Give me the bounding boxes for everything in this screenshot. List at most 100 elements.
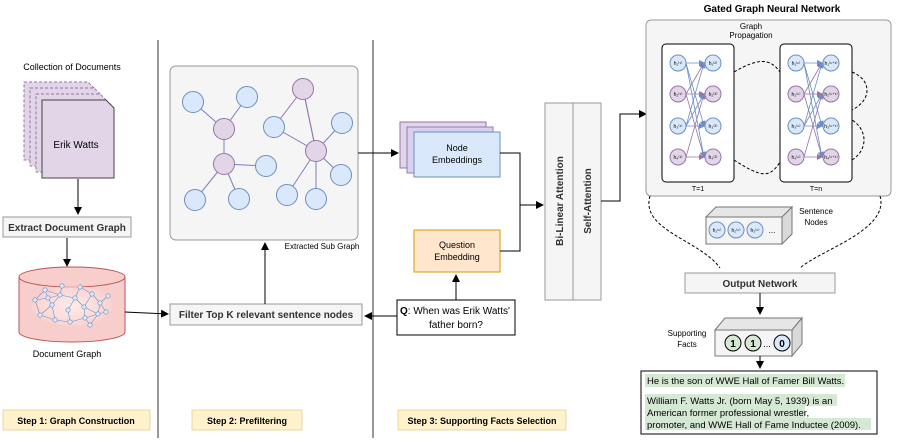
- subgraph-node: [305, 140, 327, 162]
- node-embeddings-stack: [399, 121, 501, 178]
- propagation-edge: [685, 93, 706, 158]
- sentence-nodes-box: h₁⁽ⁿ⁾h₂⁽ⁿ⁾h₃⁽ⁿ⁾...: [704, 205, 794, 246]
- propagation-step-t1: [661, 43, 735, 183]
- hidden-state-label: h₁⁽ⁿ⁾: [792, 61, 801, 67]
- hidden-state-label: h₁⁽ⁿ⁺¹⁾: [824, 61, 837, 67]
- question-embedding-label-2: Embedding: [434, 252, 480, 262]
- node-embeddings-label-2: Embeddings: [432, 155, 483, 165]
- hidden-state-label: h₃⁽ⁿ⁺¹⁾: [824, 124, 837, 130]
- hidden-state-node: [669, 54, 687, 72]
- fact-highlight-2: [645, 394, 837, 406]
- fact-value-2: 1: [750, 339, 756, 350]
- fact-node-3: [773, 334, 791, 352]
- db-network-node: [32, 297, 38, 303]
- hidden-state-node: [704, 148, 722, 166]
- subgraph-node: [228, 188, 250, 210]
- extracted-subgraph-panel: [169, 65, 359, 241]
- step3-footer-label: Step 3: Supporting Facts Selection: [407, 416, 556, 426]
- arrow-db-to-filter: [124, 309, 169, 318]
- question-line1: : When was Erik Watts': [408, 306, 510, 317]
- document-graph-label: Document Graph: [33, 349, 102, 359]
- db-network-node: [59, 283, 65, 289]
- supporting-facts-box: [713, 316, 804, 358]
- extracted-subgraph-label: Extracted Sub Graph: [285, 242, 360, 251]
- hidden-state-node: [669, 148, 687, 166]
- subgraph-node: [213, 153, 235, 175]
- subgraph-nodes: [182, 78, 353, 211]
- hidden-state-label: h₃⁽ⁿ⁾: [791, 124, 800, 130]
- ggnn-title: Gated Graph Neural Network: [704, 4, 841, 15]
- hidden-state-label: h₄⁽ⁿ⁾: [791, 155, 800, 161]
- db-network-node: [67, 319, 73, 325]
- propagation-edge: [803, 62, 824, 127]
- db-network-edge: [83, 306, 99, 315]
- graph-propagation-label-1: Graph: [740, 22, 762, 31]
- hidden-state-label: h₁⁽²⁾: [709, 61, 718, 67]
- sentence-nodes-label-1: Sentence: [799, 207, 833, 216]
- propagation-edge: [685, 62, 706, 127]
- hidden-state-label: h₁⁽¹⁾: [674, 61, 683, 67]
- propagation-edge: [685, 62, 707, 158]
- db-network-node: [89, 291, 95, 297]
- propagation-edge: [803, 62, 825, 158]
- db-network-node: [57, 292, 63, 298]
- extract-graph-label: Extract Document Graph: [8, 223, 126, 234]
- fact-highlight-4: [645, 418, 871, 430]
- subgraph-node: [182, 91, 204, 113]
- hidden-state-label: h₄⁽²⁾: [709, 155, 718, 161]
- hidden-state-node: [822, 117, 840, 135]
- hidden-state-node: [787, 85, 805, 103]
- hidden-state-label: h₂⁽ⁿ⁾: [791, 92, 800, 98]
- db-network-edge: [54, 319, 71, 323]
- hidden-state-node: [704, 85, 722, 103]
- self-attention-box: [572, 102, 602, 301]
- question-prefix: Q: [400, 306, 408, 317]
- hidden-state-label: h₃⁽¹⁾: [674, 124, 683, 130]
- fact-line-3: American former professional wrestler,: [647, 408, 809, 419]
- hidden-state-node: [822, 54, 840, 72]
- recurrence-arc-1: [733, 61, 781, 73]
- db-network-edge: [51, 304, 56, 321]
- db-network-edge: [39, 304, 53, 316]
- self-attention-label: Self-Attention: [583, 168, 594, 234]
- fact-node-1: [724, 334, 742, 352]
- bilinear-attention-label: Bi-Linear Attention: [555, 156, 566, 246]
- arrow-attention-to-ggnn: [601, 110, 647, 202]
- document-stack: [23, 81, 115, 179]
- subgraph-node: [263, 116, 285, 138]
- step2-footer-label: Step 2: Prefiltering: [207, 416, 287, 426]
- hidden-state-label: h₄⁽¹⁾: [674, 155, 683, 161]
- db-network-node: [42, 287, 48, 293]
- sentence-node-label: h₂⁽ⁿ⁾: [731, 228, 740, 234]
- db-network-node: [65, 307, 71, 313]
- filter-label: Filter Top K relevant sentence nodes: [179, 310, 354, 321]
- subgraph-node: [305, 188, 327, 210]
- db-network-edge: [39, 314, 56, 321]
- hidden-state-label: h₂⁽¹⁾: [674, 92, 683, 98]
- graph-propagation-label-2: Propagation: [729, 31, 772, 40]
- fact-value-1: 1: [730, 339, 736, 350]
- hidden-state-node: [787, 54, 805, 72]
- db-network-node: [81, 304, 87, 310]
- hidden-state-label: h₂⁽ⁿ⁺¹⁾: [824, 92, 837, 98]
- sentence-node-ellipsis: ...: [769, 226, 776, 235]
- subgraph-node: [184, 189, 206, 211]
- question-text-line1: Q: When was Erik Watts': [400, 306, 510, 317]
- extract-graph-box: [2, 216, 132, 238]
- propagation-step-tn: [779, 43, 853, 183]
- propagation-edge: [803, 93, 824, 158]
- hidden-state-node: [669, 85, 687, 103]
- hidden-state-node: [704, 54, 722, 72]
- sentence-node: [708, 221, 726, 239]
- filter-box: [169, 303, 363, 326]
- node-embeddings-box: [413, 131, 501, 178]
- hidden-state-node: [704, 117, 722, 135]
- db-network-node: [45, 295, 51, 301]
- subgraph-node: [330, 164, 352, 186]
- step1-footer-label: Step 1: Graph Construction: [17, 416, 135, 426]
- hidden-state-label: h₃⁽²⁾: [709, 124, 718, 130]
- question-box: [396, 299, 516, 336]
- subgraph-node: [236, 86, 258, 108]
- database-graph-icon: [32, 283, 111, 328]
- step3-footer: [397, 409, 567, 431]
